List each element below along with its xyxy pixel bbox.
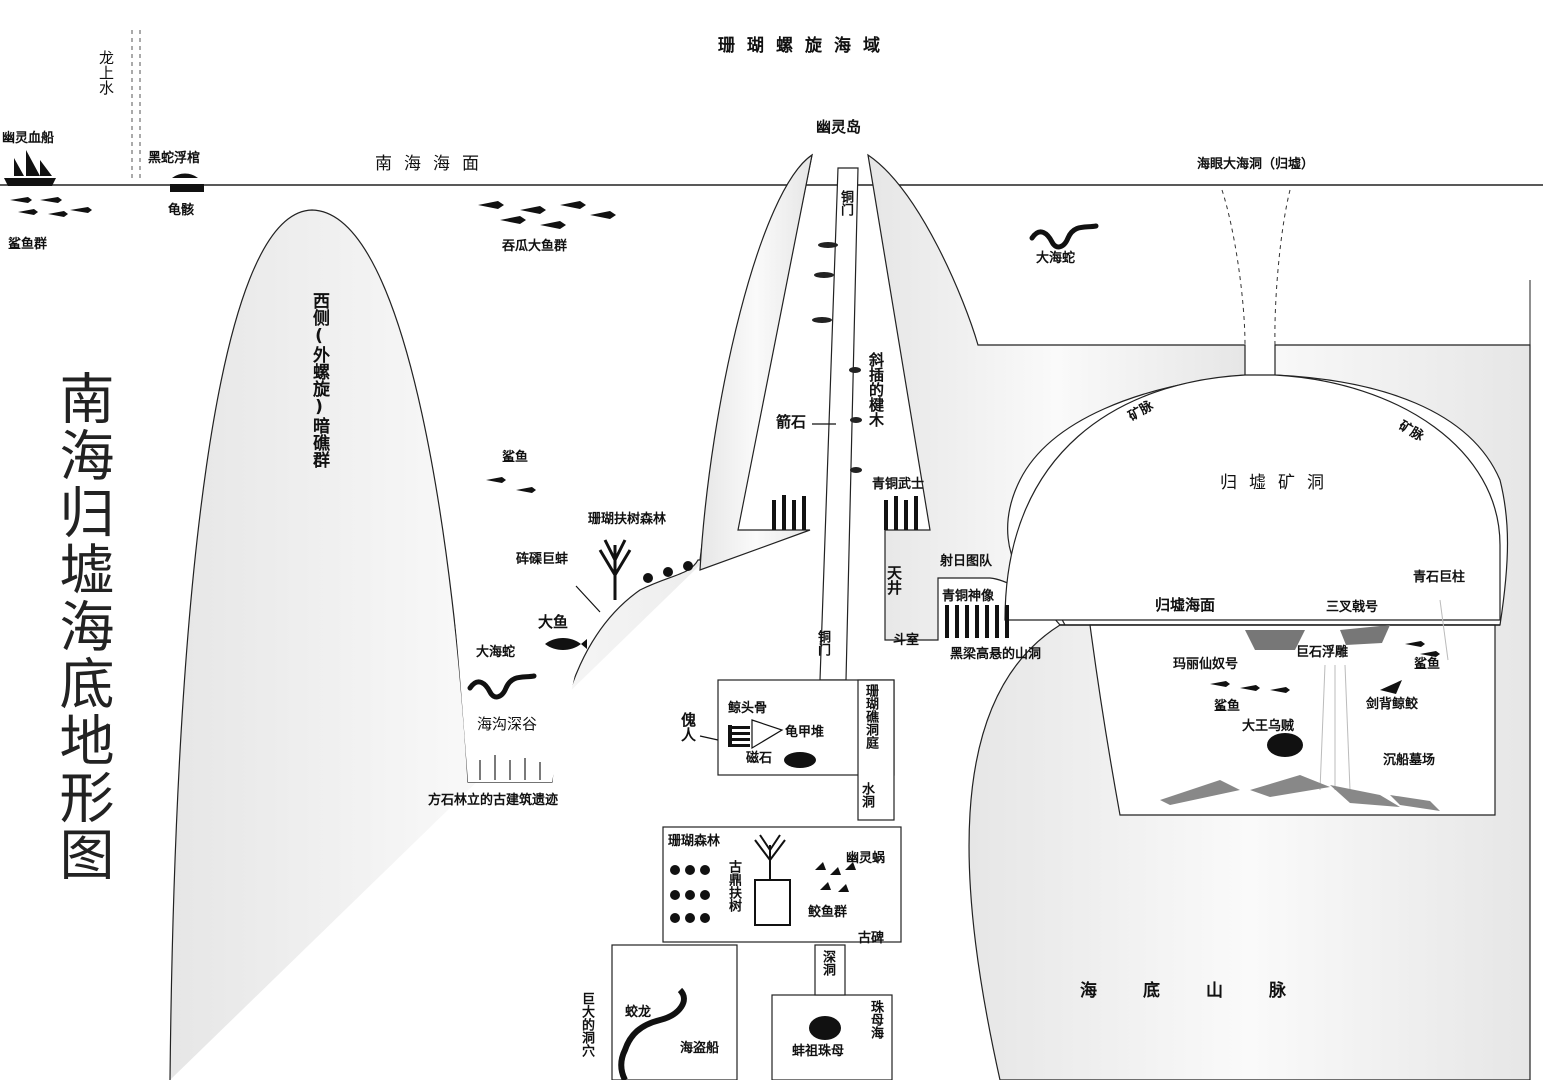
ships-icon (1245, 625, 1390, 650)
turtle-bones-label: 龟骸 (168, 203, 195, 218)
giant-stone-slab-label: 巨石浮雕 (1296, 645, 1349, 660)
swordfish-label: 剑背鲸鲛 (1366, 697, 1419, 712)
ruins-label: 方石林立的古建筑遗迹 (428, 793, 559, 808)
puppet-label: 傀人 (679, 712, 697, 742)
guixu-sea-surface-label: 归墟海面 (1155, 596, 1216, 614)
sea-serpent-label-1: 大海蛇 (1036, 251, 1076, 266)
guixu-mine-label: 归墟矿洞 (1220, 473, 1336, 493)
black-coffin-label: 黑蛇浮棺 (148, 151, 201, 166)
ghost-ship-label: 幽灵血船 (2, 131, 55, 146)
sea-eye-dashes (1221, 189, 1291, 346)
shark-school-icon (10, 197, 92, 217)
coral-clusters-icon (670, 865, 710, 923)
pearl-sea-label: 珠母海 (868, 1000, 883, 1039)
whale-skull-icon (728, 719, 816, 768)
trench-valley (455, 620, 580, 782)
clam-pearl-label: 蚌祖珠母 (792, 1044, 845, 1059)
dou-room-label: 斗室 (893, 633, 920, 648)
shark-group-icon (486, 477, 1440, 693)
deep-cave-label: 深洞 (820, 950, 835, 976)
shark-school-label: 鲨鱼群 (8, 237, 48, 252)
water-cave-label: 水洞 (859, 782, 874, 808)
jiaolong-icon (618, 987, 687, 1080)
light-shafts (1319, 599, 1449, 791)
mackerel-label: 鲛鱼群 (808, 905, 848, 920)
mackerel-icon (815, 862, 856, 892)
black-beam-cave-label: 黑梁高悬的山洞 (950, 647, 1042, 662)
shrine-figures-icon (945, 605, 1009, 638)
arrow-stone-label: 箭石 (776, 413, 807, 431)
ghost-island-peak (699, 153, 813, 571)
ladder-ticks (812, 242, 862, 473)
coral-forest-label-1: 珊瑚扶树森林 (588, 512, 667, 527)
waterspout-lines (131, 30, 141, 182)
whale-skull-label: 鲸头骨 (728, 701, 768, 716)
trench-valley-label: 海沟深谷 (477, 715, 538, 733)
deep-shaft (814, 944, 846, 996)
squid-icon (1267, 733, 1303, 757)
guixu-cavity (1004, 374, 1501, 621)
giant-cave-label: 巨大的洞穴 (579, 992, 594, 1057)
wreck-debris (1160, 775, 1440, 811)
blue-pillar-label: 青石巨柱 (1413, 570, 1466, 585)
jiaolong-label: 蛟龙 (625, 1005, 652, 1020)
trident-ship-label: 三叉戟号 (1326, 600, 1379, 615)
slanted-timber-label: 斜插的楗木 (867, 352, 885, 427)
shark-label-2: 鲨鱼 (502, 450, 529, 465)
shark-label-3: 鲨鱼 (1414, 657, 1441, 672)
coffin-icon (170, 173, 204, 192)
turtle-shell-label: 龟甲堆 (785, 725, 825, 740)
sea-serpent-icon (467, 223, 1099, 700)
ghost-snail-label: 幽灵蜗 (846, 851, 886, 866)
king-squid-label: 大王乌贼 (1242, 719, 1295, 734)
ancient-stele-label: 古碑 (858, 931, 885, 946)
arrows (575, 423, 836, 741)
map-title: 南海归墟海底地形图 (50, 370, 114, 883)
ghost-ship-icon (4, 150, 56, 186)
shipwreck-label: 沉船墓场 (1383, 753, 1436, 768)
whale-fish-label: 吞瓜大鱼群 (502, 239, 568, 254)
guixu-floor (1089, 624, 1496, 816)
pirate-ship-label: 海盗船 (680, 1041, 720, 1056)
ancient-tree-label: 古鼎扶树 (726, 860, 741, 912)
coral-reef-cave-label: 珊瑚礁洞庭 (863, 684, 878, 749)
west-reef-label: 西侧(外螺旋)暗礁群 (309, 292, 329, 468)
skylight-label: 天井 (885, 565, 903, 595)
undersea-mountains-label: 海底山脉 (1080, 981, 1332, 1001)
ghost-island-label: 幽灵岛 (816, 118, 862, 136)
whale-fish-icon (478, 201, 616, 229)
big-fish-icon (545, 638, 587, 650)
mary-ship-label: 玛丽仙奴号 (1173, 657, 1239, 672)
south-sea-surface-label: 南海海面 (375, 154, 491, 174)
bronze-gate-label-2: 铜门 (815, 630, 830, 656)
coral-forest-label-2: 珊瑚森林 (668, 834, 721, 849)
big-fish-label: 大鱼 (538, 613, 569, 631)
bronze-warriors-icon (772, 495, 918, 530)
sea-eye-label: 海眼大海洞（归墟） (1197, 157, 1315, 172)
bronze-warriors-label: 青铜武士 (872, 477, 925, 492)
shark-label-4: 鲨鱼 (1214, 699, 1241, 714)
swordfish-icon (1380, 680, 1402, 694)
ancient-tree-icon (754, 834, 791, 926)
sun-shooting-label: 射日图队 (940, 554, 993, 569)
coral-sea-label: 珊瑚螺旋海域 (718, 36, 892, 56)
ruins-icon (479, 755, 541, 780)
coral-tree-icon (598, 539, 632, 600)
sea-serpent-label-2: 大海蛇 (476, 645, 516, 660)
magnet-stone-label: 磁石 (746, 751, 773, 766)
waterspout-label: 龙上水 (97, 50, 115, 95)
coral-reef-shaft (857, 679, 895, 821)
bushes-icon (643, 561, 693, 583)
coral-room (662, 826, 902, 943)
bronze-gate-label-1: 铜门 (838, 190, 853, 216)
pearl-icon (809, 1016, 841, 1040)
bronze-shrine-label: 青铜神像 (942, 589, 995, 604)
giant-clam-label: 砗磲巨蚌 (516, 552, 569, 567)
